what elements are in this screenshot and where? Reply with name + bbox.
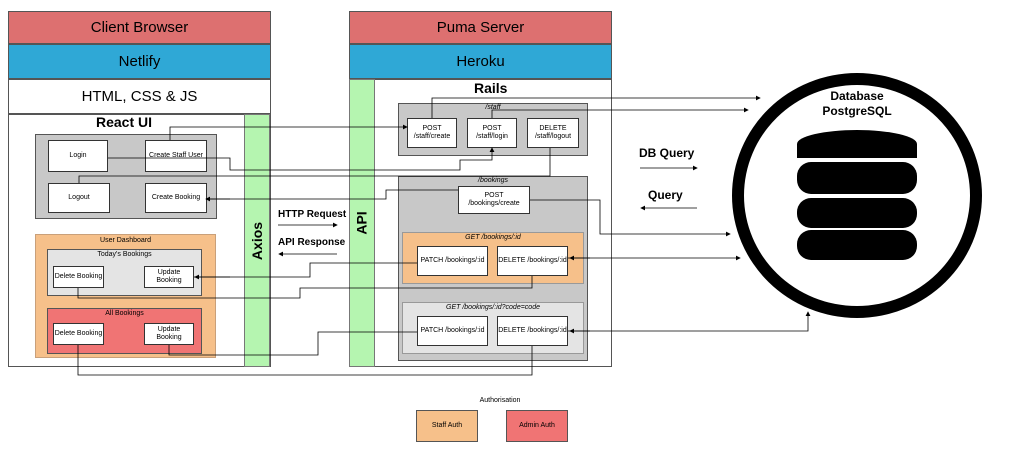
puma-server-title: Puma Server	[436, 19, 525, 36]
client-frame	[8, 114, 271, 367]
http-request-label: HTTP Request	[278, 209, 347, 220]
puma-server-header: Puma Server	[349, 11, 612, 44]
react-ui-title: React UI	[96, 114, 153, 130]
all-delete-booking-box: Delete Booking	[53, 323, 104, 345]
login-box: Login	[48, 140, 108, 172]
db-query-label: DB Query	[639, 146, 695, 160]
query-label: Query	[648, 188, 683, 202]
todays-bookings-title: Today's Bookings	[97, 251, 152, 258]
patch-booking-id-label: PATCH /bookings/:id	[420, 327, 485, 334]
database-title: Database PostgreSQL	[782, 89, 932, 119]
all-update-booking-box: Update Booking	[144, 323, 194, 345]
staff-routes-title: /staff	[485, 104, 501, 111]
post-staff-create-box: POST /staff/create	[407, 118, 457, 148]
client-browser-header: Client Browser	[8, 11, 271, 44]
get-booking-code-title: GET /bookings/:id?code=code	[446, 304, 540, 311]
netlify-label: Netlify	[118, 53, 161, 70]
line-update-all	[168, 331, 417, 356]
all-bookings-title: All Bookings	[105, 310, 144, 317]
create-staff-user-box: Create Staff User	[145, 140, 207, 172]
patch-booking-id-box: PATCH /bookings/:id	[417, 246, 488, 276]
axios-bar: Axios	[244, 114, 270, 367]
delete-booking-id-box: DELETE /bookings/:id	[497, 246, 568, 276]
line-get-code-db	[568, 311, 811, 332]
line-delete-all	[77, 345, 533, 376]
line-delete-today	[77, 276, 533, 299]
patch-booking-id-label: PATCH /bookings/:id	[420, 257, 485, 264]
rails-title: Rails	[474, 80, 508, 96]
todays-update-booking-box: Update Booking	[144, 266, 194, 288]
database-title-line1: Database	[830, 89, 884, 103]
create-booking-box: Create Booking	[145, 183, 207, 213]
api-response-label: API Response	[278, 237, 346, 248]
post-bookings-create-label: POST /bookings/create	[468, 192, 520, 207]
line-login	[108, 147, 495, 171]
line-create-booking	[207, 189, 458, 200]
todays-delete-booking-box: Delete Booking	[53, 266, 104, 288]
logout-label: Logout	[68, 194, 90, 201]
heroku-label: Heroku	[456, 53, 505, 70]
netlify-header: Netlify	[8, 44, 271, 79]
post-bookings-create-box: POST /bookings/create	[458, 186, 530, 214]
login-label: Login	[69, 152, 87, 159]
patch-booking-code-box: PATCH /bookings/:id	[417, 316, 488, 346]
delete-booking-code-box: DELETE /bookings/:id	[497, 316, 568, 346]
post-staff-login-label: POST /staff/login	[476, 125, 508, 140]
database-icon	[797, 130, 917, 260]
delete-booking-id-label: DELETE /bookings/:id	[498, 257, 567, 264]
legend-staff-auth: Staff Auth	[416, 410, 478, 442]
html-css-js-header: HTML, CSS & JS	[8, 79, 271, 114]
database-title-line2: PostgreSQL	[822, 104, 892, 118]
update-booking-label: Update Booking	[156, 326, 182, 341]
line-update-today	[194, 262, 417, 278]
heroku-header: Heroku	[349, 44, 612, 79]
delete-staff-logout-box: DELETE /staff/logout	[527, 118, 579, 148]
legend-admin-auth: Admin Auth	[506, 410, 568, 442]
delete-staff-logout-label: DELETE /staff/logout	[534, 125, 572, 140]
line-bookings-db	[530, 199, 731, 237]
logout-box: Logout	[48, 183, 110, 213]
line-staff-db-2	[491, 107, 749, 118]
legend-title: Authorisation	[479, 397, 521, 404]
delete-booking-id-label: DELETE /bookings/:id	[498, 327, 567, 334]
get-booking-id-title: GET /bookings/:id	[465, 234, 521, 241]
line-staff-db-1	[431, 95, 761, 118]
line-logout	[78, 148, 551, 183]
create-staff-user-label: Create Staff User	[149, 152, 203, 159]
admin-auth-label: Admin Auth	[519, 422, 555, 429]
line-create-staff	[169, 124, 408, 140]
client-browser-title: Client Browser	[90, 19, 189, 36]
update-booking-label: Update Booking	[156, 269, 182, 284]
post-staff-login-box: POST /staff/login	[467, 118, 517, 148]
bookings-routes-title: /bookings	[478, 177, 508, 184]
staff-auth-label: Staff Auth	[431, 422, 463, 429]
post-staff-create-label: POST /staff/create	[413, 125, 451, 140]
create-booking-label: Create Booking	[151, 194, 201, 201]
user-dashboard-title: User Dashboard	[100, 237, 151, 244]
delete-booking-label: Delete Booking	[54, 273, 103, 280]
stack-label: HTML, CSS & JS	[81, 88, 198, 105]
delete-booking-label: Delete Booking	[54, 330, 103, 337]
